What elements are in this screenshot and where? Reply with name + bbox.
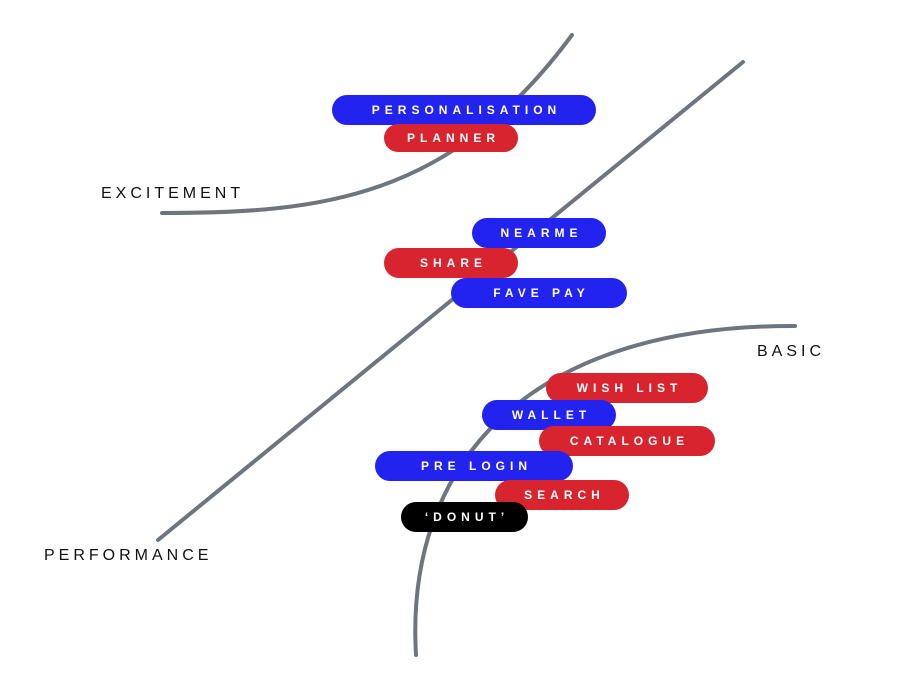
feature-pre-login: PRE LOGIN [375, 451, 573, 481]
feature-fave-pay: FAVE PAY [451, 278, 627, 308]
feature-wallet: WALLET [482, 400, 616, 430]
feature-share: SHARE [384, 248, 518, 278]
feature-personalisation: PERSONALISATION [332, 95, 596, 125]
excitement-curve [160, 33, 574, 215]
feature-nearme: NEARME [472, 218, 606, 248]
feature-donut: ‘DONUT’ [401, 502, 528, 532]
excitement-label: EXCITEMENT [101, 185, 245, 202]
feature-catalogue: CATALOGUE [539, 426, 715, 456]
performance-line [156, 60, 745, 542]
basic-label: BASIC [757, 343, 826, 360]
feature-planner: PLANNER [384, 124, 518, 152]
feature-wish-list: WISH LIST [546, 373, 708, 403]
performance-label: PERFORMANCE [44, 547, 213, 564]
